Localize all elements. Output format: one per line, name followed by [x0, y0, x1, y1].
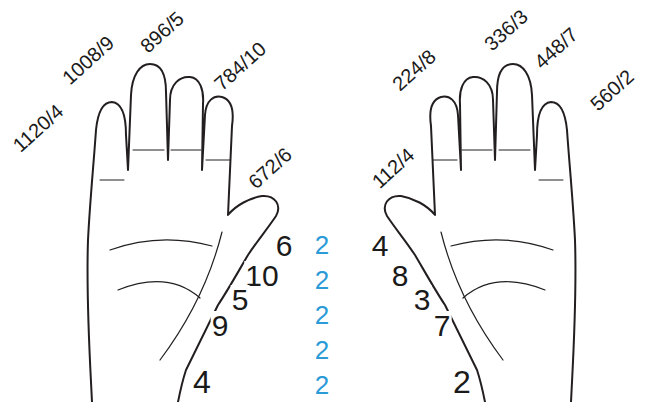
thumb-number: 4 [371, 231, 390, 261]
palm-line [451, 240, 553, 250]
finger-fraction: 784/10 [210, 37, 270, 94]
finger-fraction: 560/2 [586, 65, 638, 115]
finger-crease [100, 150, 230, 180]
finger-fraction: 672/6 [244, 143, 296, 193]
palm-line [463, 282, 545, 298]
palm-line [118, 282, 200, 298]
finger-fraction: 336/3 [480, 5, 532, 55]
finger-fraction: 448/7 [530, 23, 582, 73]
hand-outline [385, 64, 576, 402]
thumb-number: 4 [192, 366, 212, 398]
left-hand [87, 64, 278, 402]
finger-fraction: 896/5 [136, 7, 188, 57]
thumb-number: 7 [433, 311, 452, 341]
thumb-number: 2 [452, 366, 472, 398]
finger-fraction: 1120/4 [8, 100, 67, 156]
thumb-number: 8 [391, 261, 410, 291]
thumb-number: 6 [275, 231, 294, 261]
right-hand [385, 64, 576, 402]
hand-outline [87, 64, 278, 402]
center-number: 2 [314, 267, 330, 293]
palm-line [110, 240, 212, 250]
finger-crease [433, 150, 563, 180]
finger-fraction: 1008/9 [58, 31, 118, 88]
thumb-number: 9 [211, 311, 230, 341]
finger-fraction: 112/4 [368, 144, 419, 193]
center-number: 2 [314, 232, 330, 258]
center-number: 2 [314, 337, 330, 363]
finger-fraction: 224/8 [388, 45, 440, 95]
thumb-number: 3 [413, 285, 432, 315]
center-number: 2 [314, 302, 330, 328]
thumb-number: 10 [244, 261, 279, 291]
center-number: 2 [314, 372, 330, 398]
thumb-number: 5 [231, 285, 250, 315]
